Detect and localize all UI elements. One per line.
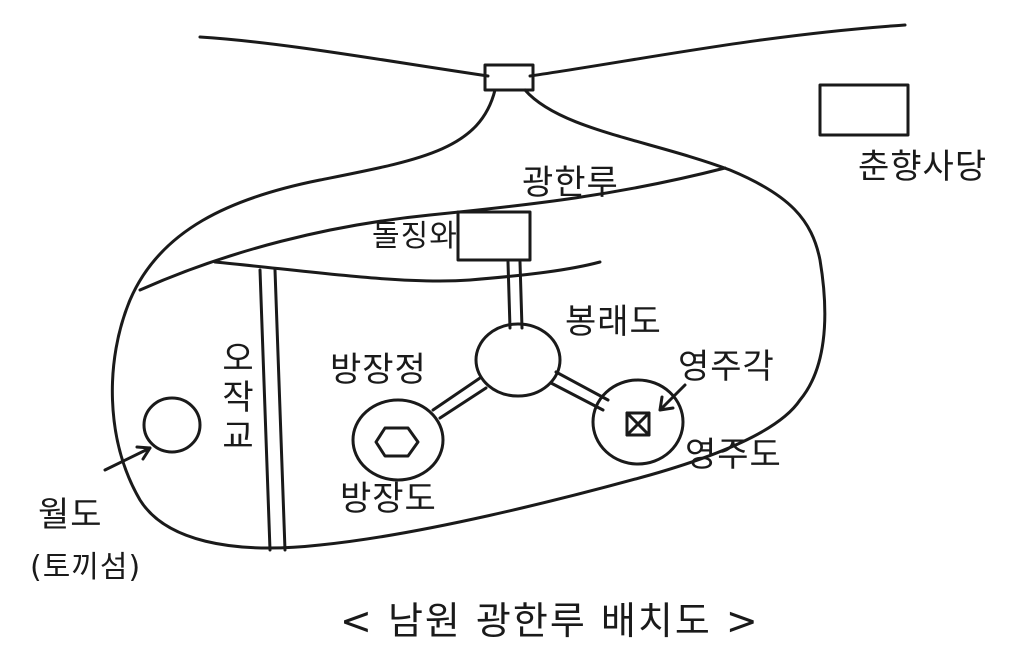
yeongjugak-cross-2 [625,411,651,437]
label-bangjangdo: 방장도 [340,479,437,519]
caption-left-bracket: < [340,599,374,643]
label-gwanghanru: 광한루 [522,163,619,203]
label-yeongjugak: 영주각 [678,347,775,387]
gate-box [483,63,535,92]
yeongjugak-box [625,411,651,437]
diagram-caption: < 남원 광한루 배치도 > [340,590,760,645]
bridge-bangjang-b [438,386,488,420]
top-boundary-line [198,23,907,78]
connector-dolgiwa-bongrae-a [506,260,512,330]
wolgungdo-arrow [103,445,152,472]
label-chunhyang-shrine: 춘향사당 [858,147,988,187]
inner-lower-path [213,260,602,283]
bongraedo-island [474,322,562,398]
label-dolgiwa: 돌징와 [372,219,458,254]
bridge-yeongju-b [549,381,605,412]
bangjangdo-island [351,398,445,482]
caption-right-bracket: > [725,599,760,643]
yeongjugak-arrow [658,383,687,412]
wolgungdo-island [142,396,202,454]
label-ojakgyo: 오작교 [222,339,254,458]
label-wolgungdo: 월도 [38,495,103,535]
bridge-bangjang-a [431,376,482,412]
bridge-yeongju-a [554,370,610,402]
label-yeongjudo: 영주도 [685,435,782,475]
label-bangjangjeong: 방장정 [330,350,427,390]
label-wolgungdo-sub: (토끼섬) [30,550,142,585]
ojakgyo-line-2 [273,268,287,552]
inner-path-line [138,166,727,292]
chunhyang-shrine-box [818,83,910,137]
yeongjudo-island [591,378,685,466]
outer-enclosure [110,88,827,550]
label-bongraedo: 봉래도 [565,302,662,342]
caption-text: 남원 광한루 배치도 [387,599,712,643]
bangjangjeong-hexagon [374,426,420,458]
connector-dolgiwa-bongrae-b [518,260,524,330]
dolgiwa-box [456,210,532,262]
ojakgyo-line-1 [258,268,272,552]
